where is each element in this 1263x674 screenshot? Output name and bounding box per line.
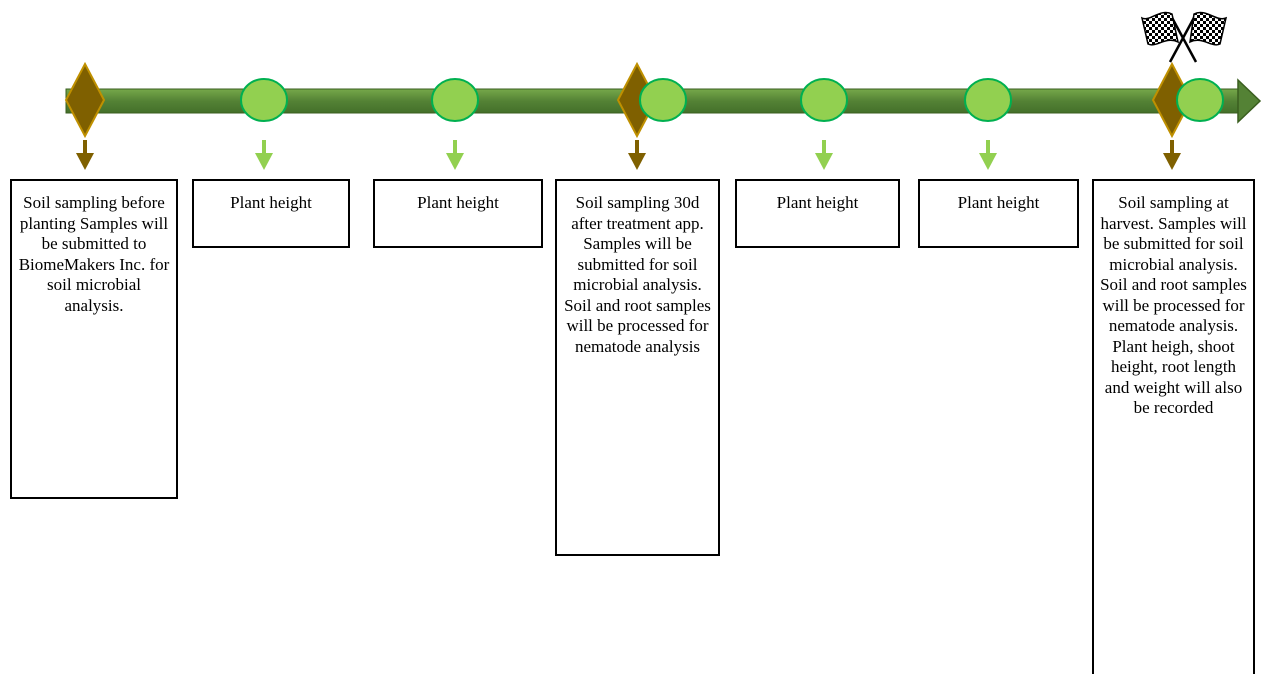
- down-arrow-icon: [628, 140, 646, 170]
- plant-height-box: Plant height: [918, 179, 1079, 248]
- plant-height-box: Plant height: [735, 179, 900, 248]
- down-arrow-icon: [446, 140, 464, 170]
- event-description: Plant height: [957, 193, 1040, 212]
- down-arrow-icon: [1163, 140, 1181, 170]
- event-description: Soil sampling at harvest. Samples will b…: [1100, 193, 1247, 417]
- circle-marker-icon: [964, 78, 1012, 122]
- plant-height-box: Plant height: [373, 179, 543, 248]
- event-description: Soil sampling before planting Samples wi…: [18, 193, 170, 315]
- circle-marker-icon: [240, 78, 288, 122]
- circle-marker-icon: [639, 78, 687, 122]
- event-description: Plant height: [417, 193, 499, 212]
- soil-sampling-box: Soil sampling at harvest. Samples will b…: [1092, 179, 1255, 674]
- circle-marker-icon: [800, 78, 848, 122]
- event-description: Soil sampling 30d after treatment app. S…: [564, 193, 711, 356]
- event-markers: [64, 61, 1224, 170]
- soil-sampling-box: Soil sampling before planting Samples wi…: [10, 179, 178, 499]
- timeline-arrowhead: [1237, 78, 1262, 124]
- event-description: Plant height: [776, 193, 859, 212]
- plant-height-box: Plant height: [192, 179, 350, 248]
- soil-sampling-box: Soil sampling 30d after treatment app. S…: [555, 179, 720, 556]
- diamond-marker-icon: [64, 61, 106, 139]
- circle-marker-icon: [1176, 78, 1224, 122]
- event-description: Plant height: [230, 193, 312, 212]
- circle-marker-icon: [431, 78, 479, 122]
- down-arrow-icon: [76, 140, 94, 170]
- down-arrow-icon: [979, 140, 997, 170]
- down-arrow-icon: [255, 140, 273, 170]
- down-arrow-icon: [815, 140, 833, 170]
- checkered-flags-icon: [1140, 11, 1228, 63]
